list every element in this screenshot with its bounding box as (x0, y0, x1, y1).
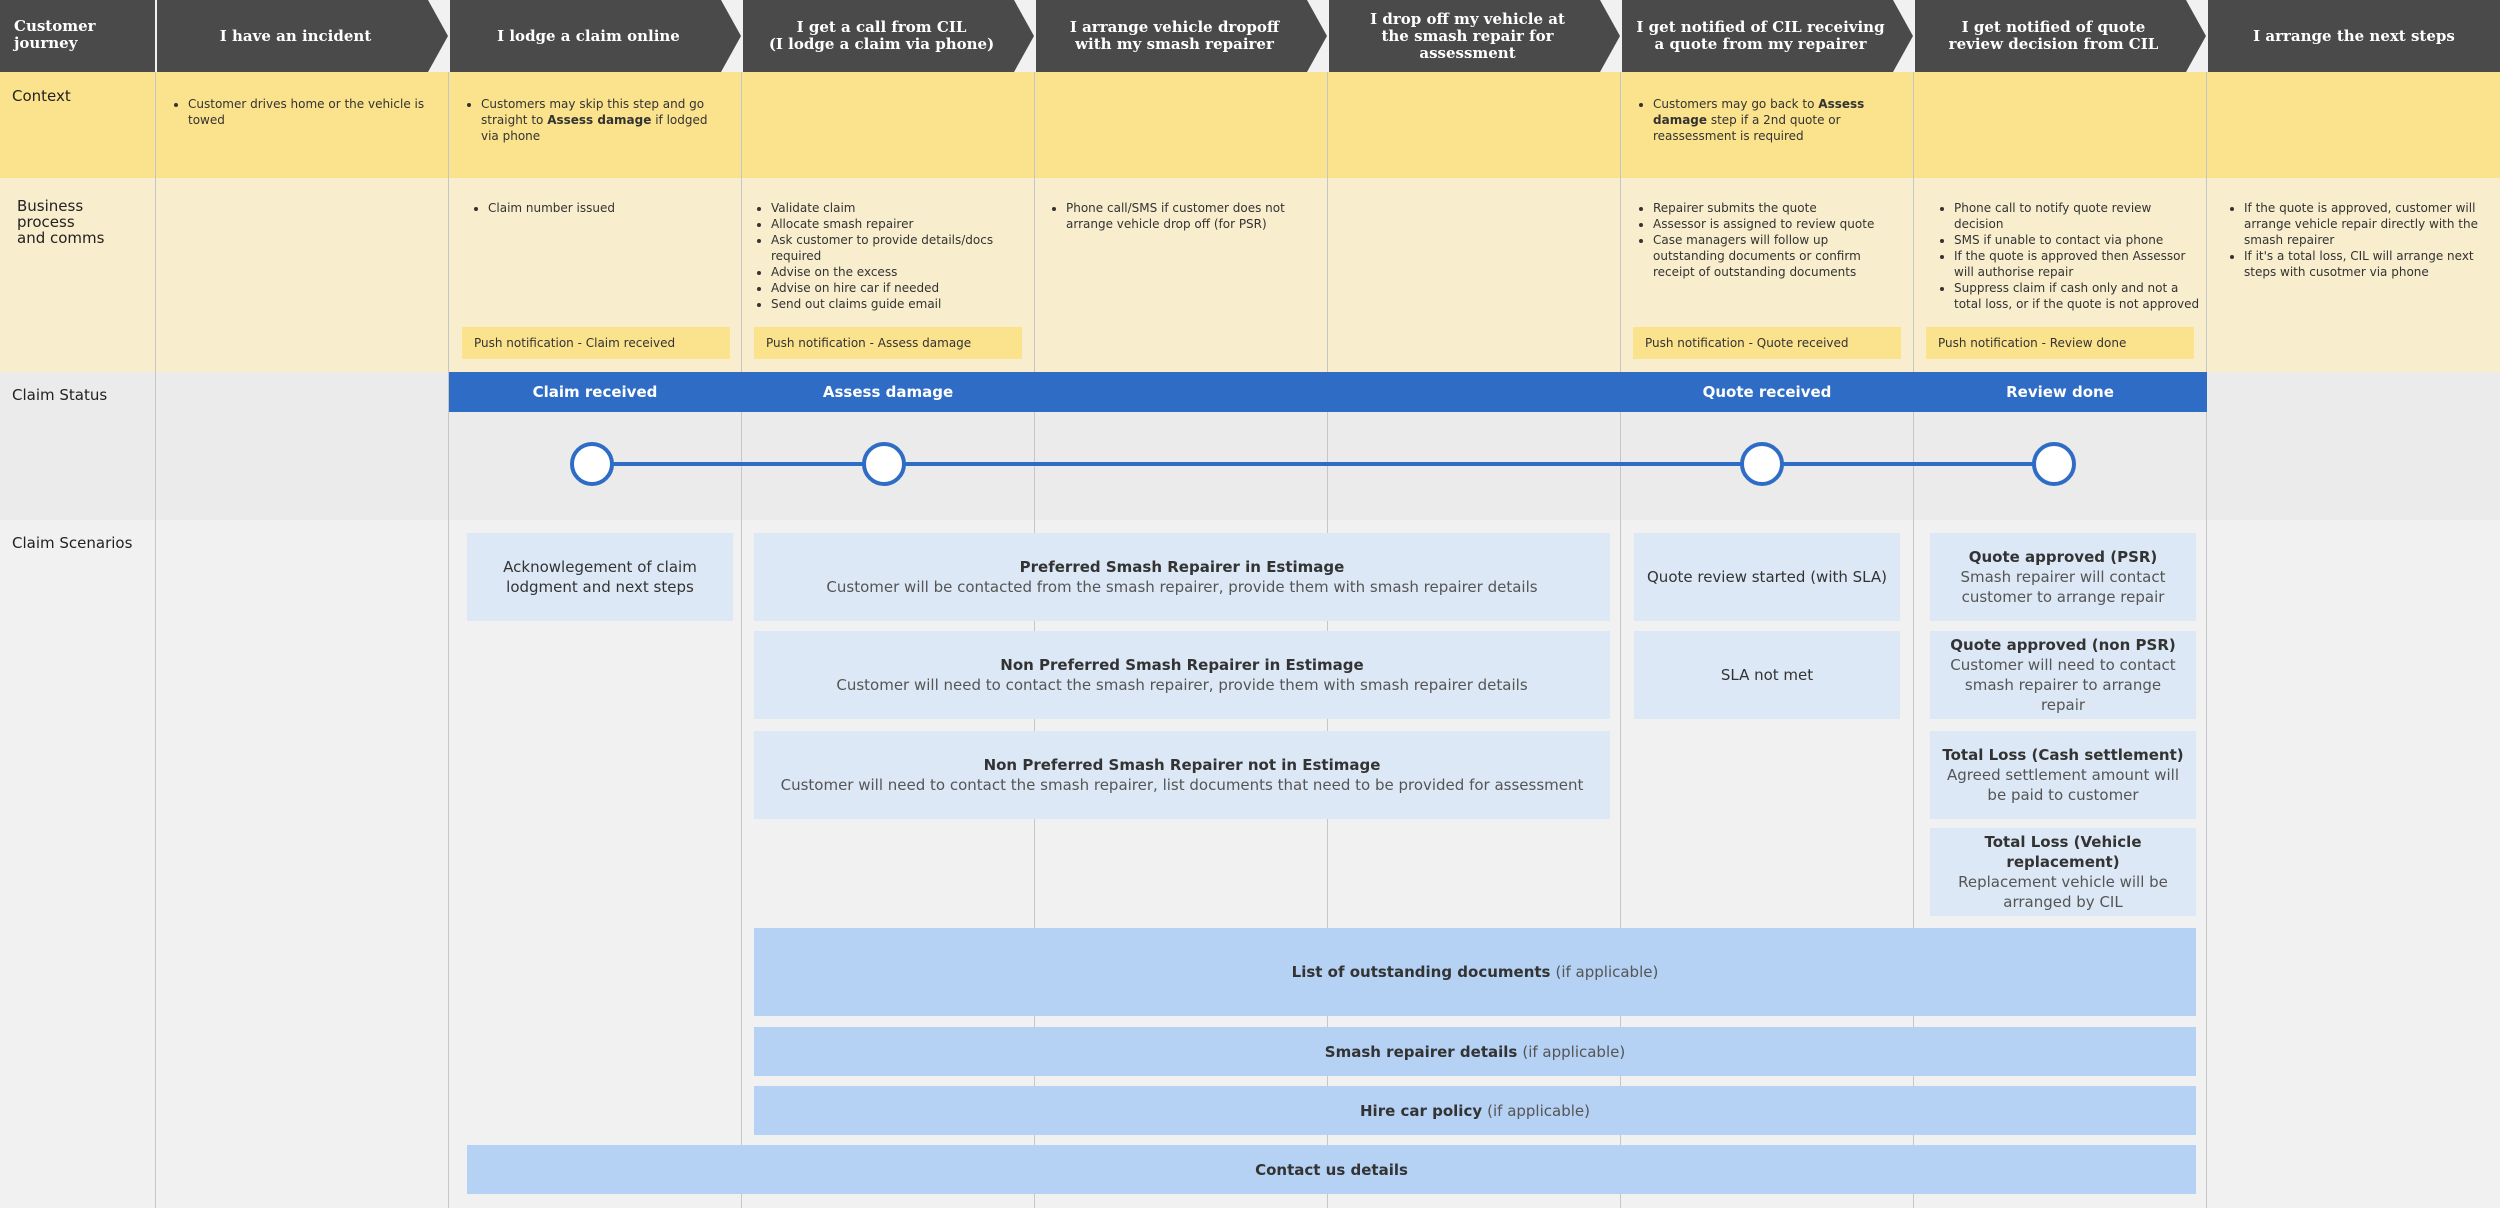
hire-car-policy-bar: Hire car policy(if applicable) (754, 1086, 2196, 1135)
scenario-subtitle: Customer will be contacted from the smas… (826, 578, 1538, 596)
scenario-title: Non Preferred Smash Repairer in Estimage (1000, 656, 1364, 674)
smash-repairer-details-bar: Smash repairer details(if applicable) (754, 1027, 2196, 1076)
scenario-quote-approved-non-psr: Quote approved (non PSR) Customer will n… (1930, 631, 2196, 719)
business-list-review-decision: Phone call to notify quote review decisi… (1940, 200, 2202, 312)
timeline-node-assess-damage (862, 442, 906, 486)
timeline-node-quote-received (1740, 442, 1784, 486)
scenario-preferred-repairer: Preferred Smash Repairer in Estimage Cus… (754, 533, 1610, 621)
business-item: Phone call/SMS if customer does not arra… (1066, 200, 1314, 232)
row-label-status: Claim Status (12, 386, 108, 404)
business-list-call-from-cil: Validate claim Allocate smash repairer A… (757, 200, 1029, 312)
row-label-context: Context (12, 87, 71, 105)
outstanding-documents-bar: List of outstanding documents(if applica… (754, 928, 2196, 1016)
column-divider (448, 72, 449, 1208)
business-item: SMS if unable to contact via phone (1954, 232, 2202, 248)
status-assess-damage: Assess damage (822, 383, 954, 401)
push-notification-assess-damage: Push notification - Assess damage (754, 327, 1022, 359)
push-notification-quote-received: Push notification - Quote received (1633, 327, 1901, 359)
business-item: Send out claims guide email (771, 296, 1029, 312)
scenario-sla-not-met: SLA not met (1634, 631, 1900, 719)
context-item: Customers may go back to Assess damage s… (1653, 96, 1901, 144)
business-item: Advise on hire car if needed (771, 280, 1029, 296)
business-list-quote-received: Repairer submits the quote Assessor is a… (1639, 200, 1901, 280)
context-list-quote-received: Customers may go back to Assess damage s… (1639, 96, 1901, 144)
business-list-lodge-online: Claim number issued (474, 200, 734, 216)
timeline-node-claim-received (570, 442, 614, 486)
row-label-business: Business process and comms (17, 197, 105, 247)
push-notification-claim-received: Push notification - Claim received (462, 327, 730, 359)
scenario-total-loss-vehicle: Total Loss (Vehicle replacement) Replace… (1930, 828, 2196, 916)
business-item: Phone call to notify quote review decisi… (1954, 200, 2202, 232)
business-item: If the quote is approved, customer will … (2244, 200, 2492, 248)
context-item: Customers may skip this step and go stra… (481, 96, 729, 144)
business-item: If the quote is approved then Assessor w… (1954, 248, 2202, 280)
status-review-done: Review done (2006, 383, 2114, 401)
scenario-title: Non Preferred Smash Repairer not in Esti… (983, 756, 1381, 774)
scenario-title: Total Loss (Vehicle replacement) (1984, 833, 2142, 871)
scenario-acknowledgement: Acknowlegement of claim lodgment and nex… (467, 533, 733, 621)
business-item: If it's a total loss, CIL will arrange n… (2244, 248, 2492, 280)
scenario-quote-approved-psr: Quote approved (PSR) Smash repairer will… (1930, 533, 2196, 621)
push-notification-review-done: Push notification - Review done (1926, 327, 2194, 359)
context-list-lodge-online: Customers may skip this step and go stra… (467, 96, 729, 144)
claim-status-bar (449, 372, 2207, 412)
scenario-subtitle: Replacement vehicle will be arranged by … (1958, 873, 2168, 911)
business-item: Assessor is assigned to review quote (1653, 216, 1901, 232)
business-list-arrange-dropoff: Phone call/SMS if customer does not arra… (1052, 200, 1314, 232)
business-item: Validate claim (771, 200, 1029, 216)
stage-header-lodge-online: I lodge a claim online (450, 0, 741, 72)
scenario-subtitle: Agreed settlement amount will be paid to… (1947, 766, 2179, 804)
column-divider (155, 72, 156, 1208)
scenario-quote-review-started: Quote review started (with SLA) (1634, 533, 1900, 621)
status-timeline (570, 442, 2076, 486)
scenario-subtitle: Customer will need to contact the smash … (780, 776, 1584, 794)
row-label-scenarios: Claim Scenarios (12, 534, 133, 552)
context-band (0, 72, 2500, 178)
scenario-subtitle: Smash repairer will contact customer to … (1960, 568, 2166, 606)
business-item: Case managers will follow up outstanding… (1653, 232, 1901, 280)
business-item: Ask customer to provide details/docs req… (771, 232, 1029, 264)
scenario-non-preferred-repairer: Non Preferred Smash Repairer in Estimage… (754, 631, 1610, 719)
customer-journey-label: Customer journey (0, 0, 155, 72)
scenario-title: Total Loss (Cash settlement) (1942, 746, 2184, 764)
scenario-title: Quote approved (non PSR) (1950, 636, 2176, 654)
context-list-incident: Customer drives home or the vehicle is t… (174, 96, 432, 128)
column-divider (2206, 72, 2207, 1208)
business-item: Suppress claim if cash only and not a to… (1954, 280, 2202, 312)
contact-us-bar: Contact us details (467, 1145, 2196, 1194)
business-list-next-steps: If the quote is approved, customer will … (2230, 200, 2492, 280)
stage-header-review-decision: I get notified of quote review decision … (1915, 0, 2206, 72)
context-item: Customer drives home or the vehicle is t… (188, 96, 432, 128)
column-divider (1913, 72, 1914, 1208)
timeline-node-review-done (2032, 442, 2076, 486)
status-quote-received: Quote received (1702, 383, 1832, 401)
business-item: Advise on the excess (771, 264, 1029, 280)
scenario-title: Quote approved (PSR) (1968, 548, 2158, 566)
scenario-total-loss-cash: Total Loss (Cash settlement) Agreed sett… (1930, 731, 2196, 819)
business-item: Allocate smash repairer (771, 216, 1029, 232)
stage-header-next-steps: I arrange the next steps (2208, 0, 2500, 72)
stage-header-call-from-cil: I get a call from CIL (I lodge a claim v… (743, 0, 1034, 72)
scenario-non-preferred-not-estimage: Non Preferred Smash Repairer not in Esti… (754, 731, 1610, 819)
scenario-subtitle: Customer will need to contact smash repa… (1950, 656, 2176, 714)
scenario-title: Preferred Smash Repairer in Estimage (1019, 558, 1345, 576)
business-item: Repairer submits the quote (1653, 200, 1901, 216)
stage-header-incident: I have an incident (157, 0, 448, 72)
scenario-subtitle: Customer will need to contact the smash … (836, 676, 1528, 694)
status-claim-received: Claim received (532, 383, 658, 401)
stage-header-quote-received: I get notified of CIL receiving a quote … (1622, 0, 1913, 72)
stage-header-arrange-dropoff: I arrange vehicle dropoff with my smash … (1036, 0, 1327, 72)
column-divider (741, 72, 742, 1208)
stage-header-drop-off: I drop off my vehicle at the smash repai… (1329, 0, 1620, 72)
business-item: Claim number issued (488, 200, 734, 216)
column-divider (1620, 72, 1621, 1208)
